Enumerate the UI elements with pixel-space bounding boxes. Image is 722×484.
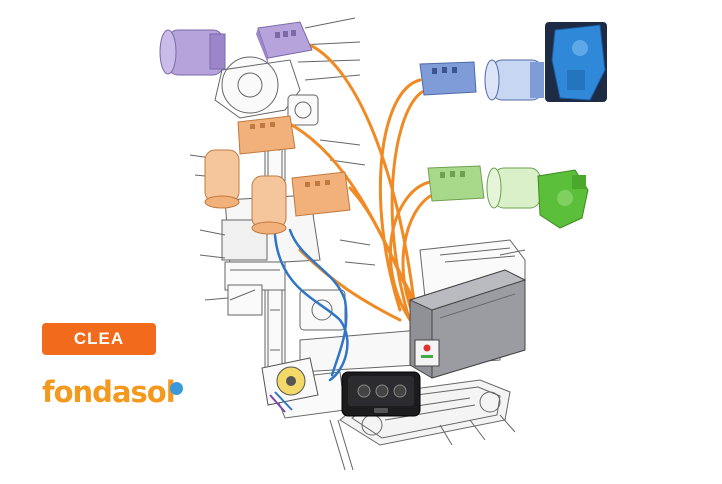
brand-name: fondasol xyxy=(42,375,176,409)
clea-badge: CLEA xyxy=(42,323,156,355)
power-cables xyxy=(290,43,434,327)
brand-dot xyxy=(170,382,183,395)
battery-cabinet-icon xyxy=(408,269,527,379)
green-motor-icon xyxy=(486,167,541,209)
purple-motor-icon xyxy=(159,29,226,76)
purple-drive-icon xyxy=(256,21,313,64)
orange-drive-icon xyxy=(237,115,351,217)
cable-blue-drive xyxy=(378,78,422,312)
cable-blue-drive-2 xyxy=(390,90,424,317)
blue-drive-icon xyxy=(419,61,477,96)
cable-green-drive xyxy=(388,180,432,322)
cooler-icon xyxy=(261,357,319,413)
blue-motor-icon xyxy=(484,59,544,101)
orange-motor-icon xyxy=(204,149,287,235)
fondasol-logo: fondasol xyxy=(42,372,202,412)
blue-gearbox-icon xyxy=(545,22,607,102)
cable-purple-drive xyxy=(308,43,417,312)
green-gearbox-icon xyxy=(537,169,589,229)
green-drive-icon xyxy=(427,165,485,202)
signal-cables xyxy=(273,228,349,382)
control-panel-icon xyxy=(341,371,421,417)
